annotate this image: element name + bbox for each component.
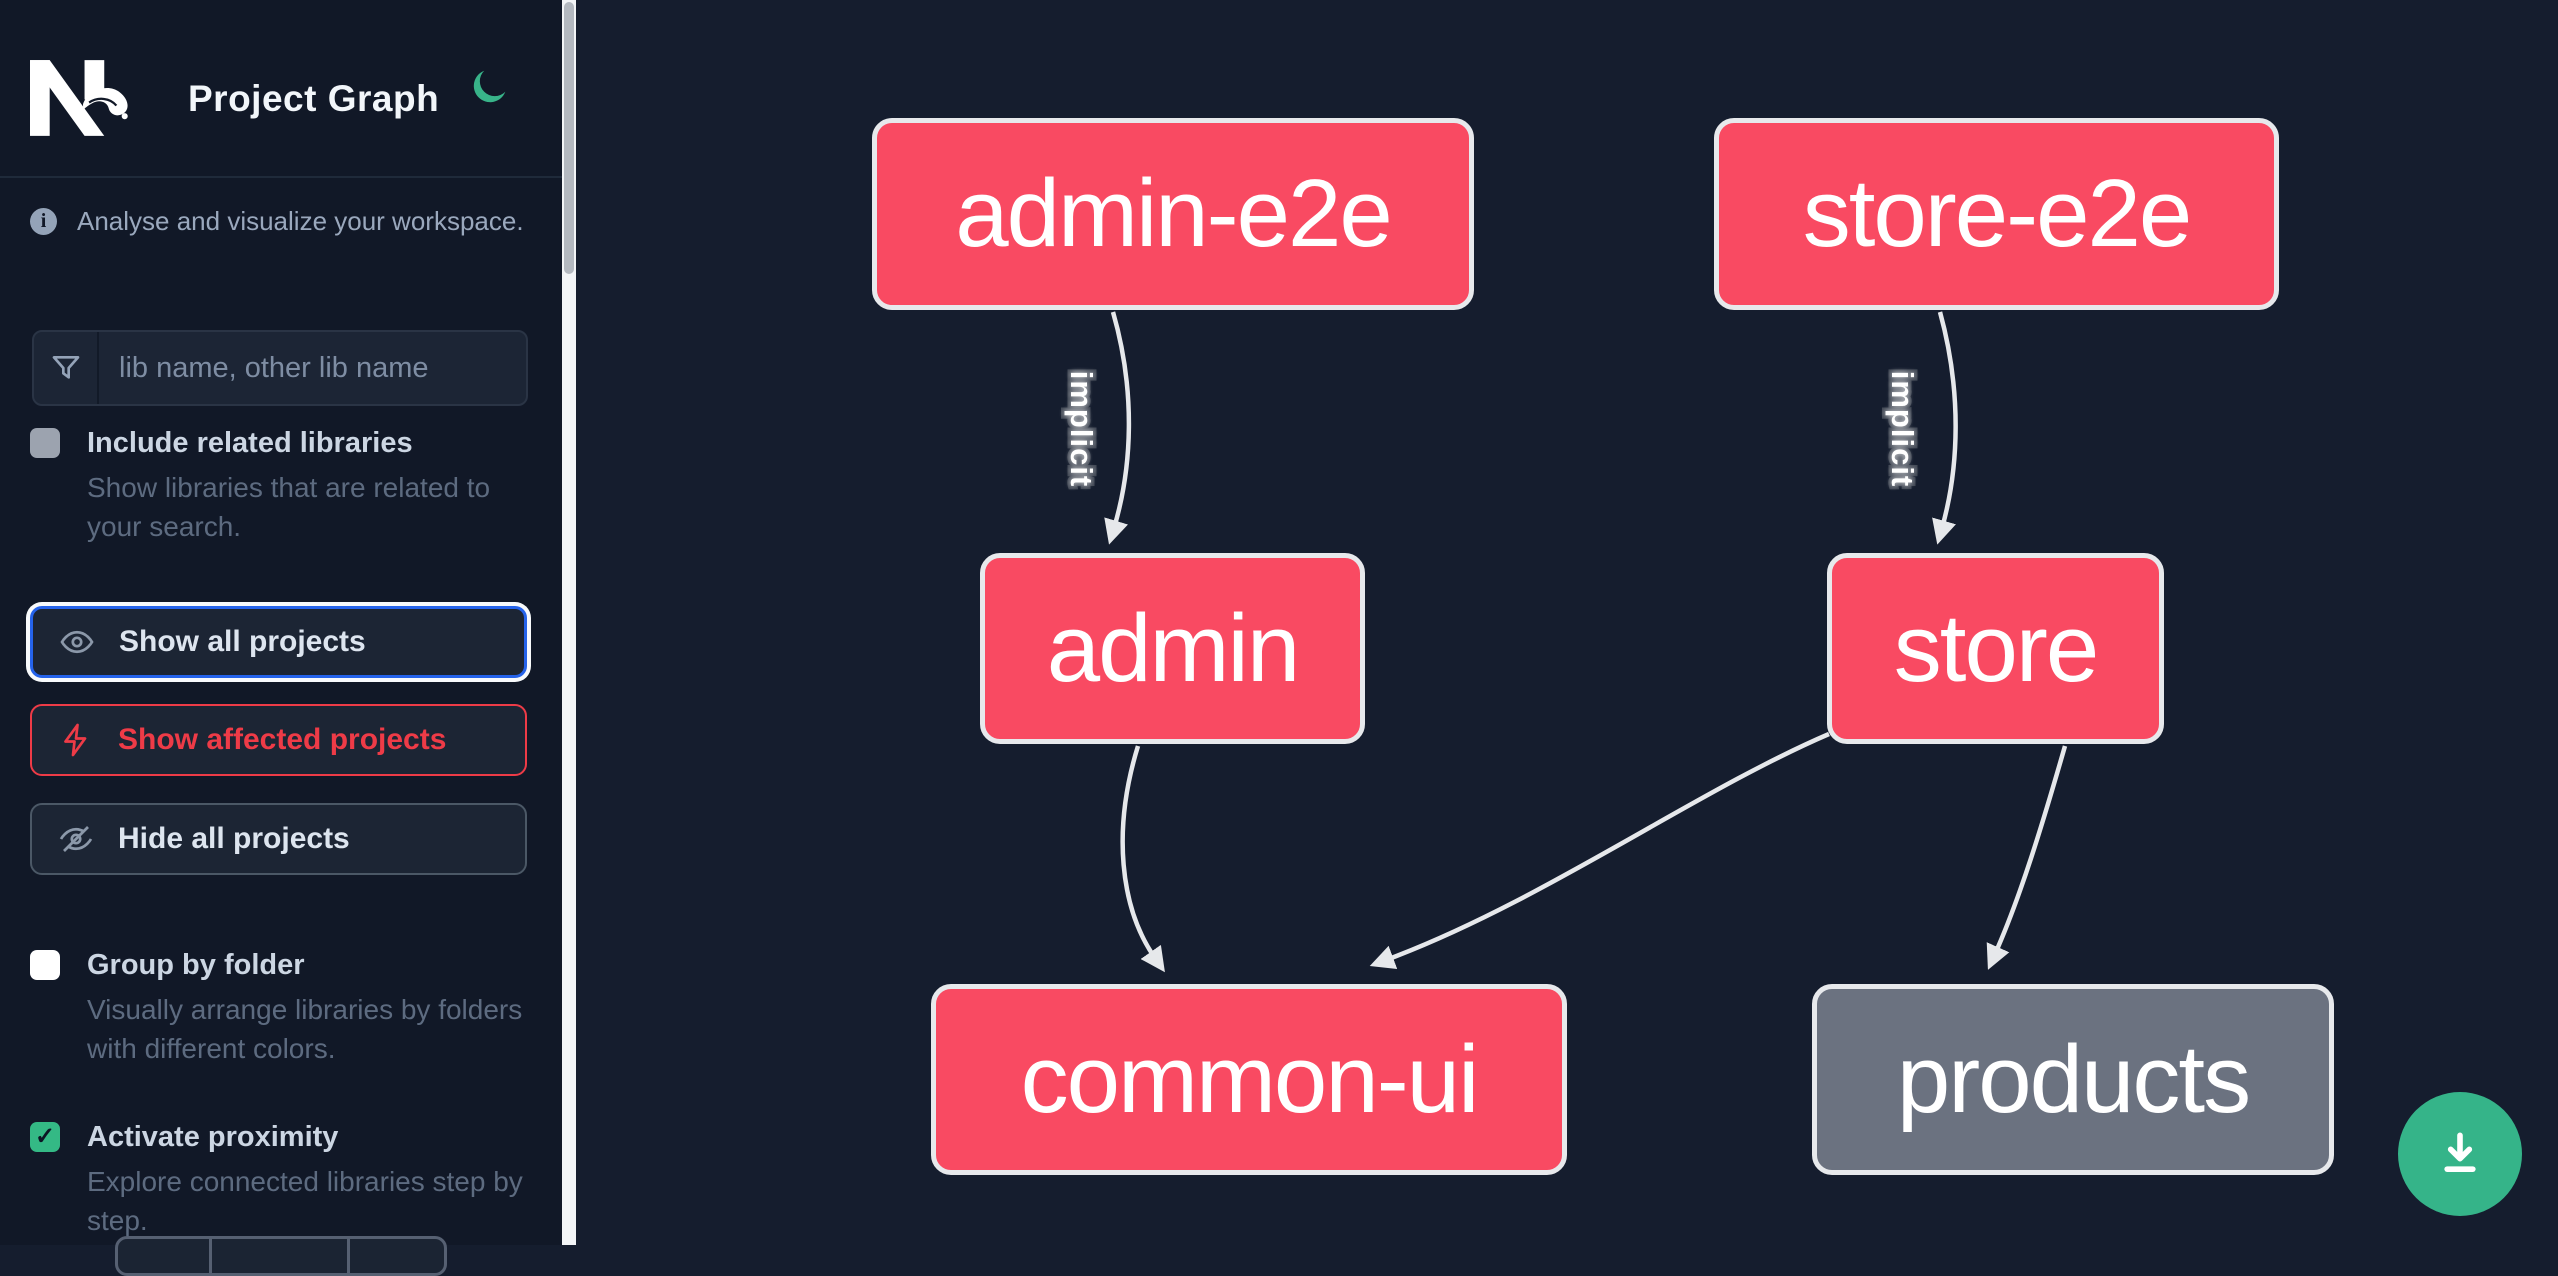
sidebar-scrollbar[interactable] bbox=[562, 0, 576, 1245]
show-affected-projects-button[interactable]: Show affected projects bbox=[30, 704, 527, 776]
bolt-icon bbox=[64, 723, 87, 757]
edge-admin-to-common-ui bbox=[1120, 745, 1165, 973]
download-icon bbox=[2444, 1132, 2476, 1172]
graph-node-admin[interactable]: admin bbox=[980, 553, 1365, 744]
eye-icon bbox=[60, 630, 94, 654]
toggle-include-related: Include related libraries Show libraries… bbox=[30, 426, 530, 546]
edge-label-implicit: implicit bbox=[1061, 367, 1103, 491]
eye-off-icon bbox=[59, 826, 93, 852]
graph-node-admin-e2e[interactable]: admin-e2e bbox=[872, 118, 1474, 310]
search-box bbox=[32, 330, 528, 406]
edge-admin-e2e-to-admin bbox=[1104, 311, 1132, 545]
nx-logo bbox=[30, 60, 128, 136]
tagline-text: Analyse and visualize your workspace. bbox=[77, 206, 524, 236]
hide-all-projects-button[interactable]: Hide all projects bbox=[30, 803, 527, 875]
stepper-decrement[interactable] bbox=[118, 1239, 212, 1273]
group-by-folder-checkbox[interactable] bbox=[30, 950, 60, 980]
workspace-tagline: i Analyse and visualize your workspace. bbox=[30, 206, 530, 237]
page-title: Project Graph bbox=[188, 78, 440, 119]
graph-node-products[interactable]: products bbox=[1812, 984, 2334, 1175]
toggle-label: Include related libraries bbox=[87, 427, 413, 459]
toggle-description: Explore connected libraries step by step… bbox=[87, 1166, 523, 1236]
edge-store-e2e-to-store bbox=[1932, 311, 1958, 545]
stepper-value bbox=[212, 1239, 350, 1273]
info-icon: i bbox=[30, 208, 57, 235]
download-graph-button[interactable] bbox=[2398, 1092, 2522, 1216]
button-label: Show affected projects bbox=[118, 723, 447, 756]
graph-node-store[interactable]: store bbox=[1827, 553, 2164, 744]
moon-icon[interactable] bbox=[466, 64, 512, 110]
stepper-increment[interactable] bbox=[350, 1239, 444, 1273]
button-label: Show all projects bbox=[119, 625, 366, 658]
edge-label-implicit: implicit bbox=[1882, 367, 1924, 491]
dependency-edges bbox=[1104, 311, 2068, 973]
toggle-label: Group by folder bbox=[87, 949, 305, 981]
activate-proximity-checkbox[interactable]: ✓ bbox=[30, 1122, 60, 1152]
sidebar-header: Project Graph bbox=[0, 0, 562, 178]
funnel-icon bbox=[34, 332, 99, 404]
search-input[interactable] bbox=[99, 332, 526, 404]
toggle-group-by-folder: Group by folder Visually arrange librari… bbox=[30, 948, 530, 1068]
toggle-description: Show libraries that are related to your … bbox=[87, 472, 491, 542]
edge-store-to-products bbox=[1986, 745, 2068, 970]
proximity-depth-stepper[interactable] bbox=[115, 1236, 447, 1276]
include-related-checkbox[interactable] bbox=[30, 428, 60, 458]
scrollbar-thumb[interactable] bbox=[564, 2, 574, 274]
project-graph-canvas[interactable]: implicit implicit admin-e2e store-e2e ad… bbox=[576, 0, 2558, 1245]
toggle-activate-proximity: ✓ Activate proximity Explore connected l… bbox=[30, 1120, 530, 1240]
toggle-label: Activate proximity bbox=[87, 1121, 339, 1153]
edge-store-to-common-ui bbox=[1369, 731, 1830, 970]
show-all-projects-button[interactable]: Show all projects bbox=[30, 606, 527, 678]
toggle-description: Visually arrange libraries by folders wi… bbox=[87, 994, 523, 1064]
graph-node-common-ui[interactable]: common-ui bbox=[931, 984, 1567, 1175]
graph-node-store-e2e[interactable]: store-e2e bbox=[1714, 118, 2279, 310]
button-label: Hide all projects bbox=[118, 822, 350, 855]
sidebar: Project Graph i Analyse and visualize yo… bbox=[0, 0, 562, 1276]
